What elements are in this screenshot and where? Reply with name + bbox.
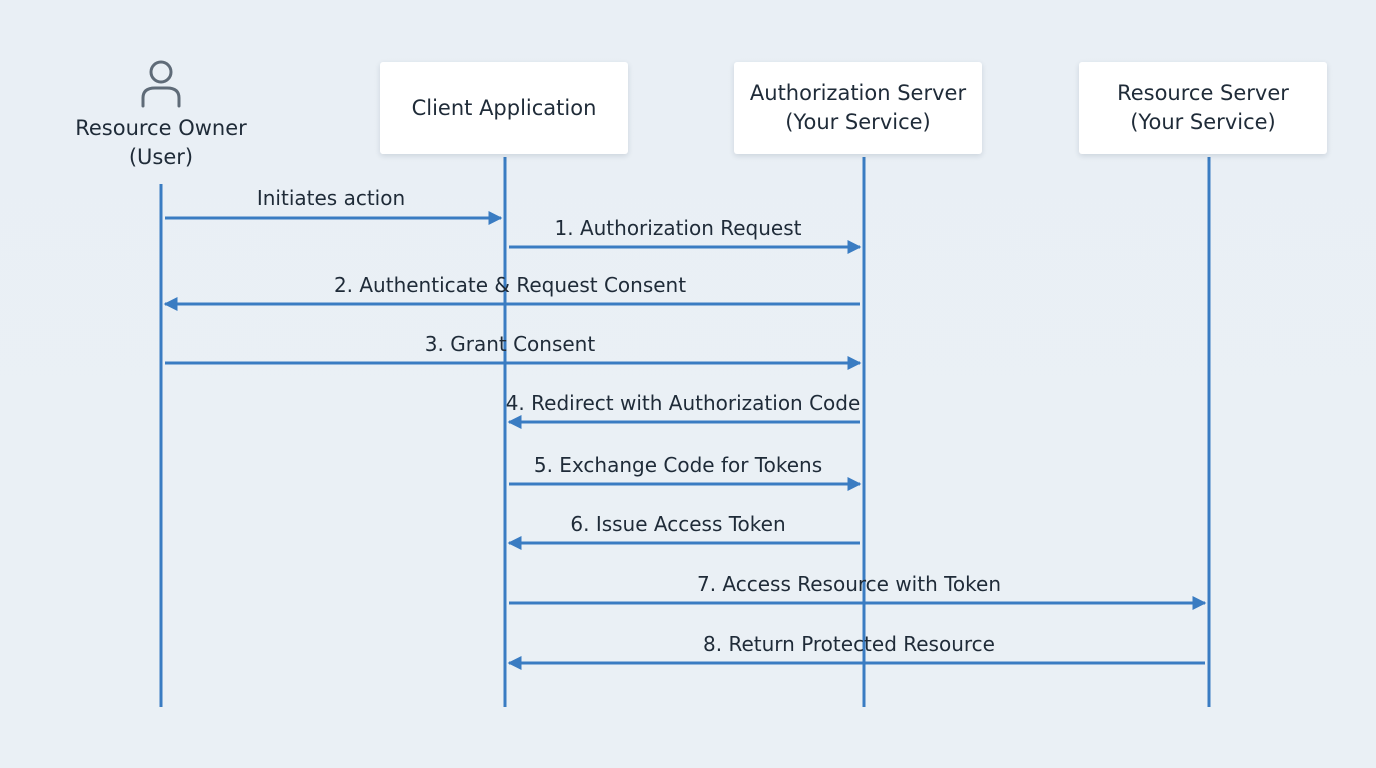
participant-resource-owner: Resource Owner (User) bbox=[61, 58, 261, 172]
message-label-access-resource: 7. Access Resource with Token bbox=[696, 572, 1002, 596]
resource-owner-role: (User) bbox=[128, 145, 194, 169]
resource-server-note: (Your Service) bbox=[1130, 110, 1276, 134]
participant-resource-server: Resource Server (Your Service) bbox=[1079, 62, 1327, 154]
message-label-grant-consent: 3. Grant Consent bbox=[424, 332, 596, 356]
authorization-server-name: Authorization Server bbox=[749, 81, 967, 105]
message-label-initiates-action: Initiates action bbox=[256, 186, 406, 210]
participant-client-application: Client Application bbox=[380, 62, 628, 154]
message-label-authenticate-consent: 2. Authenticate & Request Consent bbox=[333, 273, 687, 297]
resource-server-name: Resource Server bbox=[1117, 81, 1289, 105]
authorization-server-note: (Your Service) bbox=[785, 110, 931, 134]
person-icon bbox=[141, 60, 181, 108]
message-label-issue-token: 6. Issue Access Token bbox=[570, 512, 786, 536]
message-label-redirect-code: 4. Redirect with Authorization Code bbox=[505, 391, 861, 415]
client-application-name: Client Application bbox=[411, 95, 597, 120]
message-label-authorization-request: 1. Authorization Request bbox=[554, 216, 802, 240]
participant-authorization-server: Authorization Server (Your Service) bbox=[734, 62, 982, 154]
message-label-return-resource: 8. Return Protected Resource bbox=[703, 632, 995, 656]
message-label-exchange-code: 5. Exchange Code for Tokens bbox=[533, 453, 823, 477]
resource-owner-name: Resource Owner bbox=[75, 116, 247, 140]
